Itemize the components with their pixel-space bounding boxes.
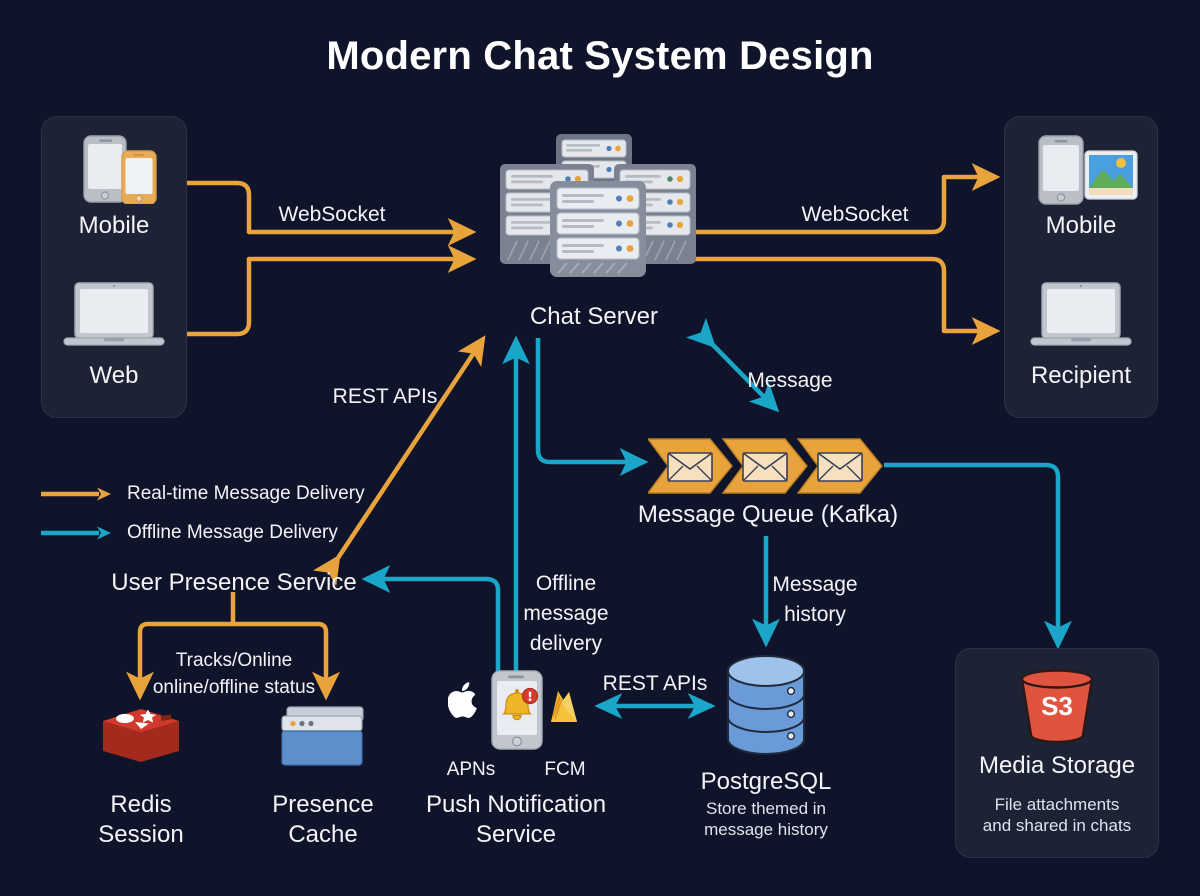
offline-delivery-line3: delivery: [529, 631, 603, 655]
offline-delivery-label: Offline message delivery: [508, 569, 624, 658]
server-rack-icon: [488, 133, 700, 278]
push-notification-icons: [448, 670, 588, 760]
postgresql-subtitle-line1: Store themed in: [705, 799, 826, 818]
fcm-label: FCM: [544, 759, 586, 780]
apns-label: APNs: [446, 759, 496, 780]
postgresql-label: PostgreSQL: [700, 768, 832, 795]
legend-item-offline: Offline Message Delivery: [41, 517, 371, 549]
media-storage-panel: S3 Media Storage File attachments and sh…: [955, 648, 1159, 858]
left-client-panel: Mobile Web: [41, 116, 187, 418]
rest-apis-presence-label: REST APIs: [332, 385, 438, 408]
legend: Real-time Message Delivery Offline Messa…: [41, 478, 371, 549]
tracks-status-label: Tracks/Online online/offline status: [140, 648, 328, 701]
phone-and-photo-icon: [1021, 134, 1141, 206]
push-notification-service-label: Push Notification Service: [414, 790, 618, 850]
apple-logo-icon: [448, 682, 477, 718]
offline-delivery-line2: message: [523, 601, 609, 625]
two-phones-icon: [56, 134, 172, 204]
redis-logo-icon: [99, 703, 183, 771]
chat-server-label: Chat Server: [529, 303, 659, 330]
left-mobile-label: Mobile: [78, 212, 150, 239]
rest-apis-db-label: REST APIs: [602, 672, 708, 695]
s3-bucket-icon: S3: [1013, 667, 1101, 743]
media-storage-label: Media Storage: [978, 752, 1136, 779]
legend-label-offline: Offline Message Delivery: [127, 522, 338, 543]
phone-bell-notification-icon: [491, 670, 543, 750]
postgresql-subtitle: Store themed in message history: [650, 798, 882, 841]
redis-session-label: Redis Session: [68, 790, 214, 850]
right-mobile-label: Mobile: [1045, 212, 1117, 239]
laptop-icon: [62, 280, 166, 352]
s3-badge-text: S3: [1041, 691, 1073, 721]
queue-chevrons-icon: [648, 437, 888, 495]
presence-cache-label: Presence Cache: [248, 790, 398, 850]
message-edge-label: Message: [747, 369, 833, 392]
tracks-line1: Tracks/Online: [175, 650, 293, 671]
page-title: Modern Chat System Design: [326, 34, 874, 78]
websocket-left-label: WebSocket: [278, 203, 386, 226]
user-presence-service-label: User Presence Service: [111, 569, 357, 596]
legend-label-realtime: Real-time Message Delivery: [127, 483, 365, 504]
laptop-icon: [1029, 280, 1133, 352]
redis-label-line2: Session: [98, 821, 184, 848]
message-history-line2: history: [784, 602, 846, 626]
postgresql-subtitle-line2: message history: [704, 820, 828, 840]
right-client-panel: Mobile Recipient: [1004, 116, 1158, 418]
legend-item-realtime: Real-time Message Delivery: [41, 478, 371, 510]
right-recipient-label: Recipient: [1030, 362, 1132, 389]
arrow-right-icon: [41, 486, 113, 502]
tracks-line2: online/offline status: [152, 676, 316, 698]
push-notification-line2: Service: [475, 821, 557, 848]
media-storage-subtitle: File attachments and shared in chats: [956, 794, 1158, 837]
database-cylinder-icon: [722, 655, 810, 759]
firebase-flame-icon: [551, 691, 577, 722]
presence-cache-line1: Presence: [272, 791, 374, 818]
cache-server-icon: [277, 703, 369, 771]
redis-label-line1: Redis: [110, 791, 172, 818]
arrow-right-icon: [41, 525, 113, 541]
message-history-label: Message history: [756, 570, 874, 630]
message-queue-label: Message Queue (Kafka): [637, 501, 899, 528]
media-storage-subtitle-line1: File attachments: [994, 795, 1120, 814]
media-storage-subtitle-line2: and shared in chats: [982, 816, 1132, 836]
offline-delivery-line1: Offline: [535, 572, 597, 595]
left-web-label: Web: [89, 362, 139, 389]
push-notification-line1: Push Notification: [425, 791, 607, 818]
message-history-line1: Message: [772, 573, 858, 596]
presence-cache-line2: Cache: [288, 821, 358, 848]
websocket-right-label: WebSocket: [801, 203, 909, 226]
